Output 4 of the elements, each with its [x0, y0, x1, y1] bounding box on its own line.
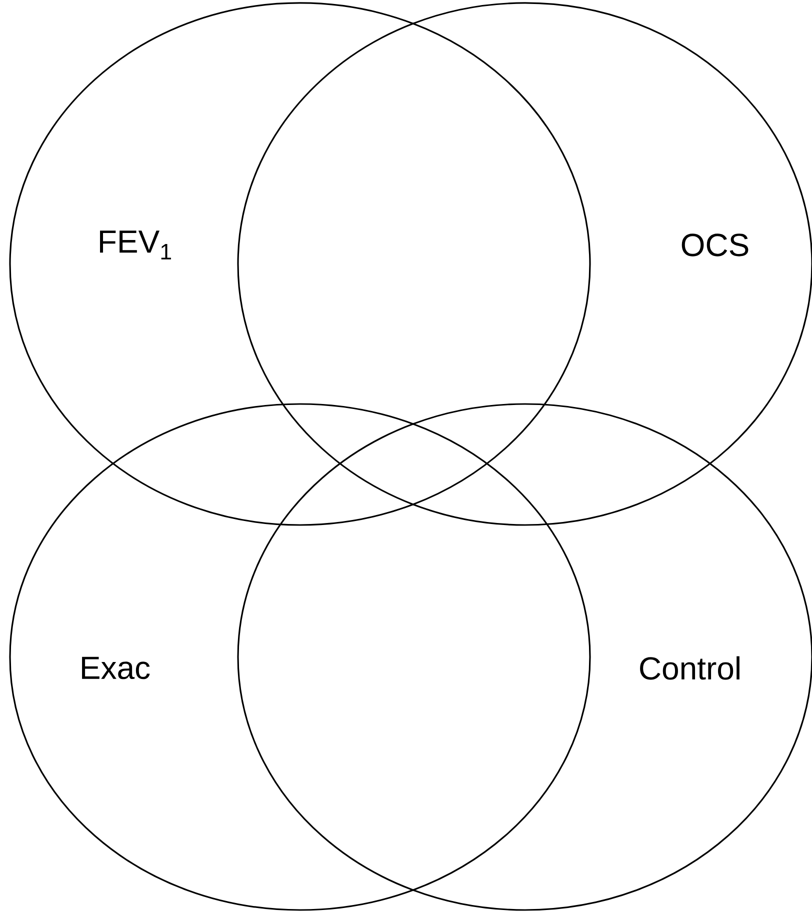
set-label: Exac: [82, 656, 150, 680]
set-label: FEV$_{1}$: [100, 230, 171, 260]
set-label: Control: [640, 656, 740, 680]
set-label: OCS: [682, 234, 748, 256]
